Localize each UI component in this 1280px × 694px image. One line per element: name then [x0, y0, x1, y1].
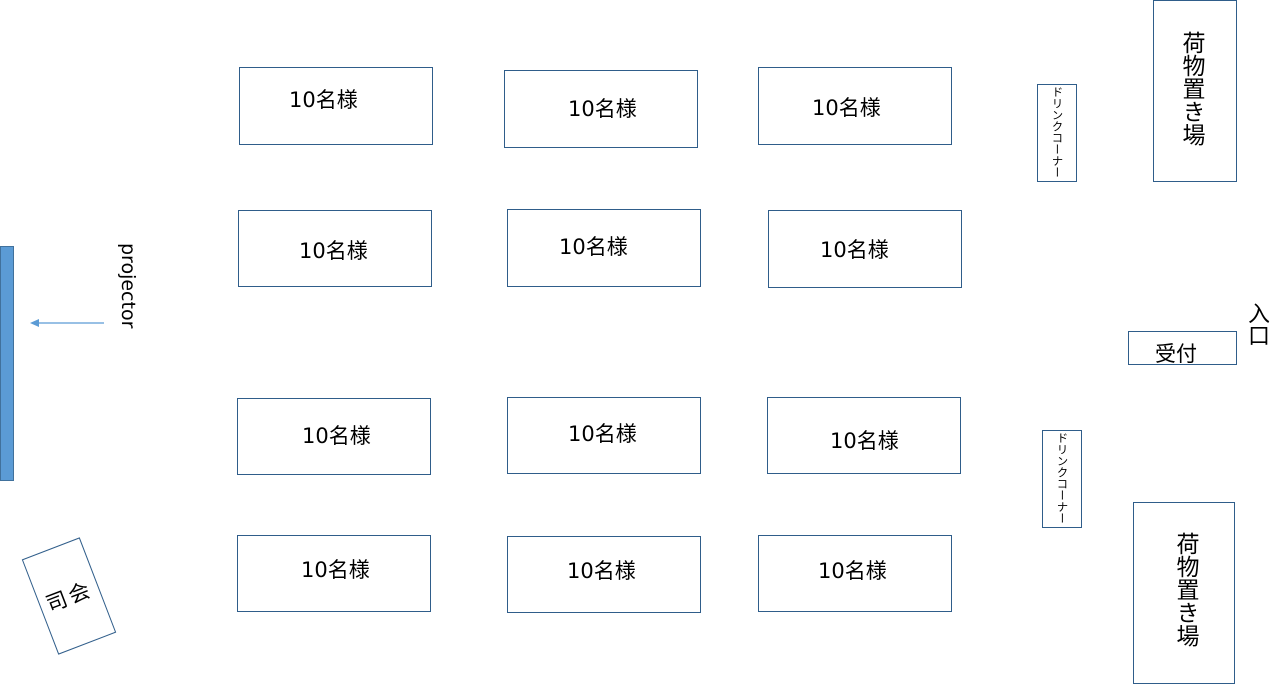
table-label: 10名様: [812, 96, 881, 120]
table-box: [239, 67, 433, 145]
mc-box: 司会: [21, 537, 117, 655]
reception-box: [1128, 331, 1237, 365]
entrance-label: 入口: [1244, 302, 1269, 346]
table-box: [507, 536, 701, 613]
table-box: [758, 535, 952, 612]
baggage-area-label: 荷物置き場: [1172, 532, 1198, 647]
table-box: [237, 535, 431, 612]
table-label: 10名様: [818, 559, 887, 583]
mc-label: 司会: [42, 577, 97, 617]
projection-screen: [0, 246, 14, 481]
drink-corner-label: ドリンクコーナー: [1055, 432, 1070, 524]
table-box: [758, 67, 952, 145]
table-box: [237, 398, 431, 475]
table-box: [768, 210, 962, 288]
table-label: 10名様: [559, 235, 628, 259]
table-label: 10名様: [567, 559, 636, 583]
table-label: 10名様: [830, 429, 899, 453]
table-label: 10名様: [820, 238, 889, 262]
table-label: 10名様: [568, 422, 637, 446]
projector-label: projector: [117, 243, 139, 329]
baggage-area-label: 荷物置き場: [1178, 31, 1204, 146]
drink-corner-label: ドリンクコーナー: [1050, 86, 1065, 178]
table-box: [238, 210, 432, 287]
table-box: [504, 70, 698, 148]
table-label: 10名様: [289, 88, 358, 112]
reception-label: 受付: [1155, 342, 1197, 366]
table-label: 10名様: [568, 97, 637, 121]
table-label: 10名様: [299, 239, 368, 263]
table-box: [507, 209, 701, 287]
baggage-area-box: [1153, 0, 1237, 182]
drink-corner-box: [1042, 430, 1082, 528]
baggage-area-box: [1133, 502, 1235, 684]
table-box: [767, 397, 961, 474]
table-label: 10名様: [301, 558, 370, 582]
table-box: [507, 397, 701, 474]
projector-arrow: [30, 319, 104, 327]
drink-corner-box: [1037, 84, 1077, 182]
table-label: 10名様: [302, 424, 371, 448]
